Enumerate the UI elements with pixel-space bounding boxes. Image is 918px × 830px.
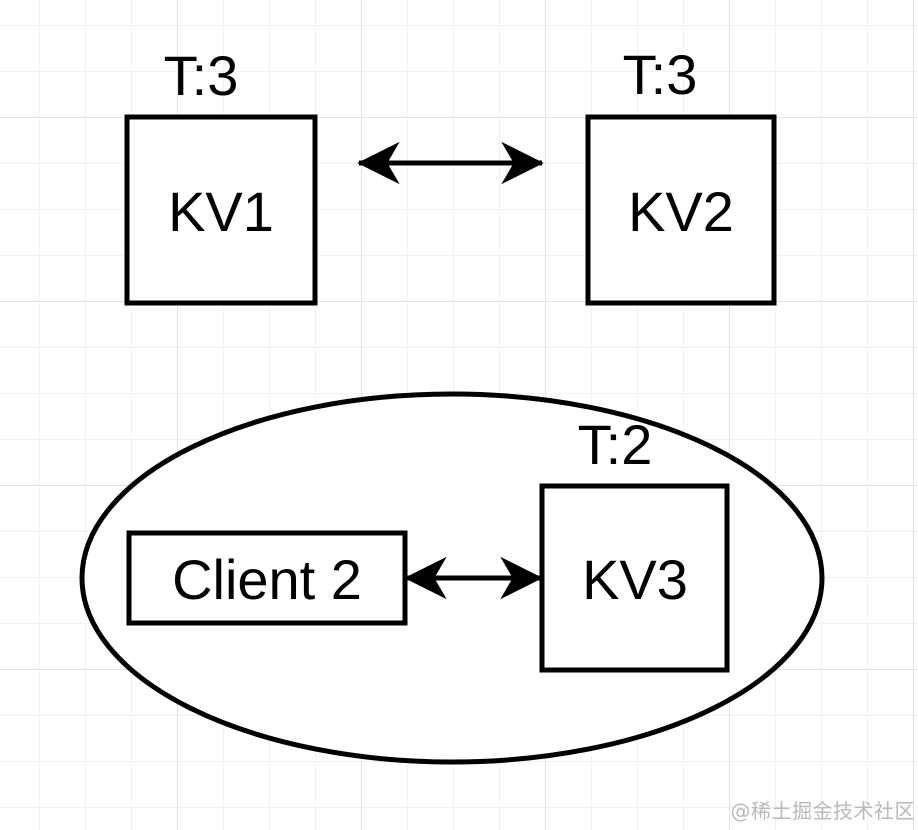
kv2-box (585, 114, 777, 306)
kv2-label: KV2 (628, 180, 734, 243)
kv3-tag-label: T:2 (578, 413, 653, 476)
kv1-tag-label: T:3 (164, 44, 239, 107)
kv1-box (124, 114, 318, 306)
juejin-watermark: @稀土掘金技术社区 (730, 799, 915, 823)
kv1-label: KV1 (168, 180, 274, 243)
kv3-label: KV3 (582, 548, 688, 611)
client2-label: Client 2 (172, 548, 362, 611)
client2-box (126, 530, 408, 626)
kv2-tag-label: T:3 (623, 43, 698, 106)
